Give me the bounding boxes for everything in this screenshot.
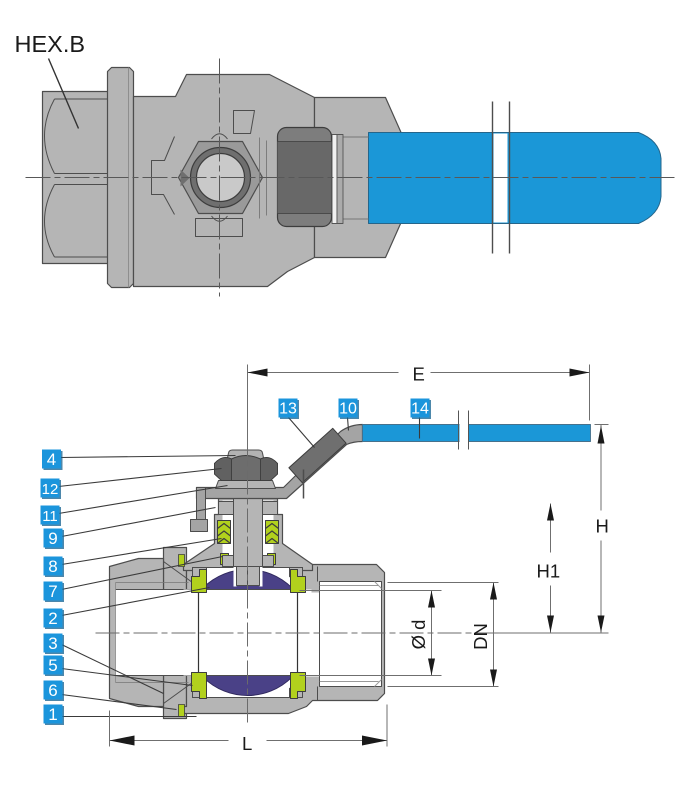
svg-text:11: 11: [42, 508, 58, 525]
svg-text:Ø d: Ø d: [408, 620, 429, 650]
svg-text:H1: H1: [537, 561, 561, 582]
svg-text:13: 13: [279, 401, 297, 418]
svg-text:12: 12: [42, 481, 59, 498]
svg-text:8: 8: [48, 557, 57, 576]
svg-text:3: 3: [48, 634, 57, 653]
svg-text:6: 6: [48, 681, 57, 700]
svg-text:7: 7: [48, 582, 57, 601]
svg-text:10: 10: [339, 401, 357, 418]
svg-text:H: H: [596, 516, 609, 537]
svg-text:4: 4: [47, 450, 56, 469]
svg-text:14: 14: [411, 401, 429, 418]
svg-text:1: 1: [48, 705, 57, 724]
svg-text:L: L: [242, 733, 252, 754]
svg-text:E: E: [413, 364, 425, 385]
svg-text:HEX.B: HEX.B: [15, 31, 86, 57]
svg-text:DN: DN: [470, 623, 491, 650]
svg-text:2: 2: [48, 609, 57, 628]
svg-text:5: 5: [48, 656, 57, 675]
svg-text:9: 9: [48, 529, 57, 548]
